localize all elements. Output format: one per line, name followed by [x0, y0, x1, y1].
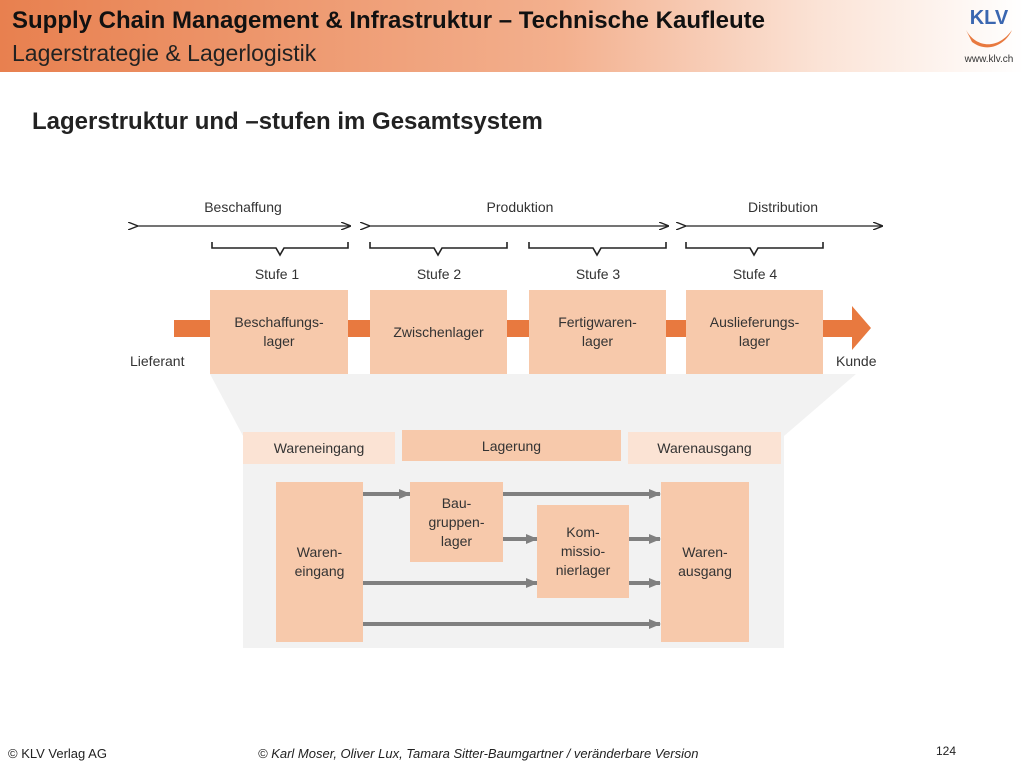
stufe-label-2: Stufe 2 [416, 266, 462, 282]
lager-box-auslieferung: Auslieferungs- lager [686, 290, 823, 374]
header-banner [0, 0, 1024, 72]
phase-label-produktion: Produktion [486, 199, 554, 215]
band-lagerung: Lagerung [402, 430, 621, 461]
header-title: Supply Chain Management & Infrastruktur … [12, 7, 766, 34]
band-wareneingang: Wareneingang [243, 432, 395, 464]
stufe-label-1: Stufe 1 [254, 266, 300, 282]
label-kunde: Kunde [836, 353, 877, 369]
slide-title: Lagerstruktur und –stufen im Gesamtsyste… [32, 108, 543, 135]
brace-stufe-4 [685, 242, 824, 257]
phase-label-distribution: Distribution [747, 199, 819, 215]
box-baugruppenlager: Bau- gruppen- lager [410, 482, 503, 562]
klv-logo: KLV [966, 7, 1012, 48]
logo-url: www.klv.ch [964, 54, 1014, 65]
header-subtitle: Lagerstrategie & Lagerlogistik [12, 40, 317, 66]
footer-authors: © Karl Moser, Oliver Lux, Tamara Sitter-… [258, 746, 699, 761]
box-wareneingang: Waren- eingang [276, 482, 363, 642]
brace-stufe-3 [528, 242, 667, 257]
lager-box-zwischen: Zwischenlager [370, 290, 507, 374]
phase-label-beschaffung: Beschaffung [204, 199, 282, 215]
label-lieferant: Lieferant [130, 353, 185, 369]
box-warenausgang: Waren- ausgang [661, 482, 749, 642]
lager-box-beschaffung: Beschaffungs- lager [210, 290, 348, 374]
stufe-label-3: Stufe 3 [575, 266, 621, 282]
logo-swoosh-icon [966, 30, 1012, 48]
brace-stufe-2 [369, 242, 508, 257]
brace-stufe-1 [211, 242, 349, 257]
logo-text: KLV [970, 7, 1009, 29]
stufe-label-4: Stufe 4 [732, 266, 778, 282]
flow-arrow-head [852, 306, 871, 350]
page-number: 124 [936, 744, 957, 758]
footer-copyright: © KLV Verlag AG [8, 746, 107, 761]
band-warenausgang: Warenausgang [628, 432, 781, 464]
box-kommissionierlager: Kom- missio- nierlager [537, 505, 629, 598]
lager-box-fertigwaren: Fertigwaren- lager [529, 290, 666, 374]
